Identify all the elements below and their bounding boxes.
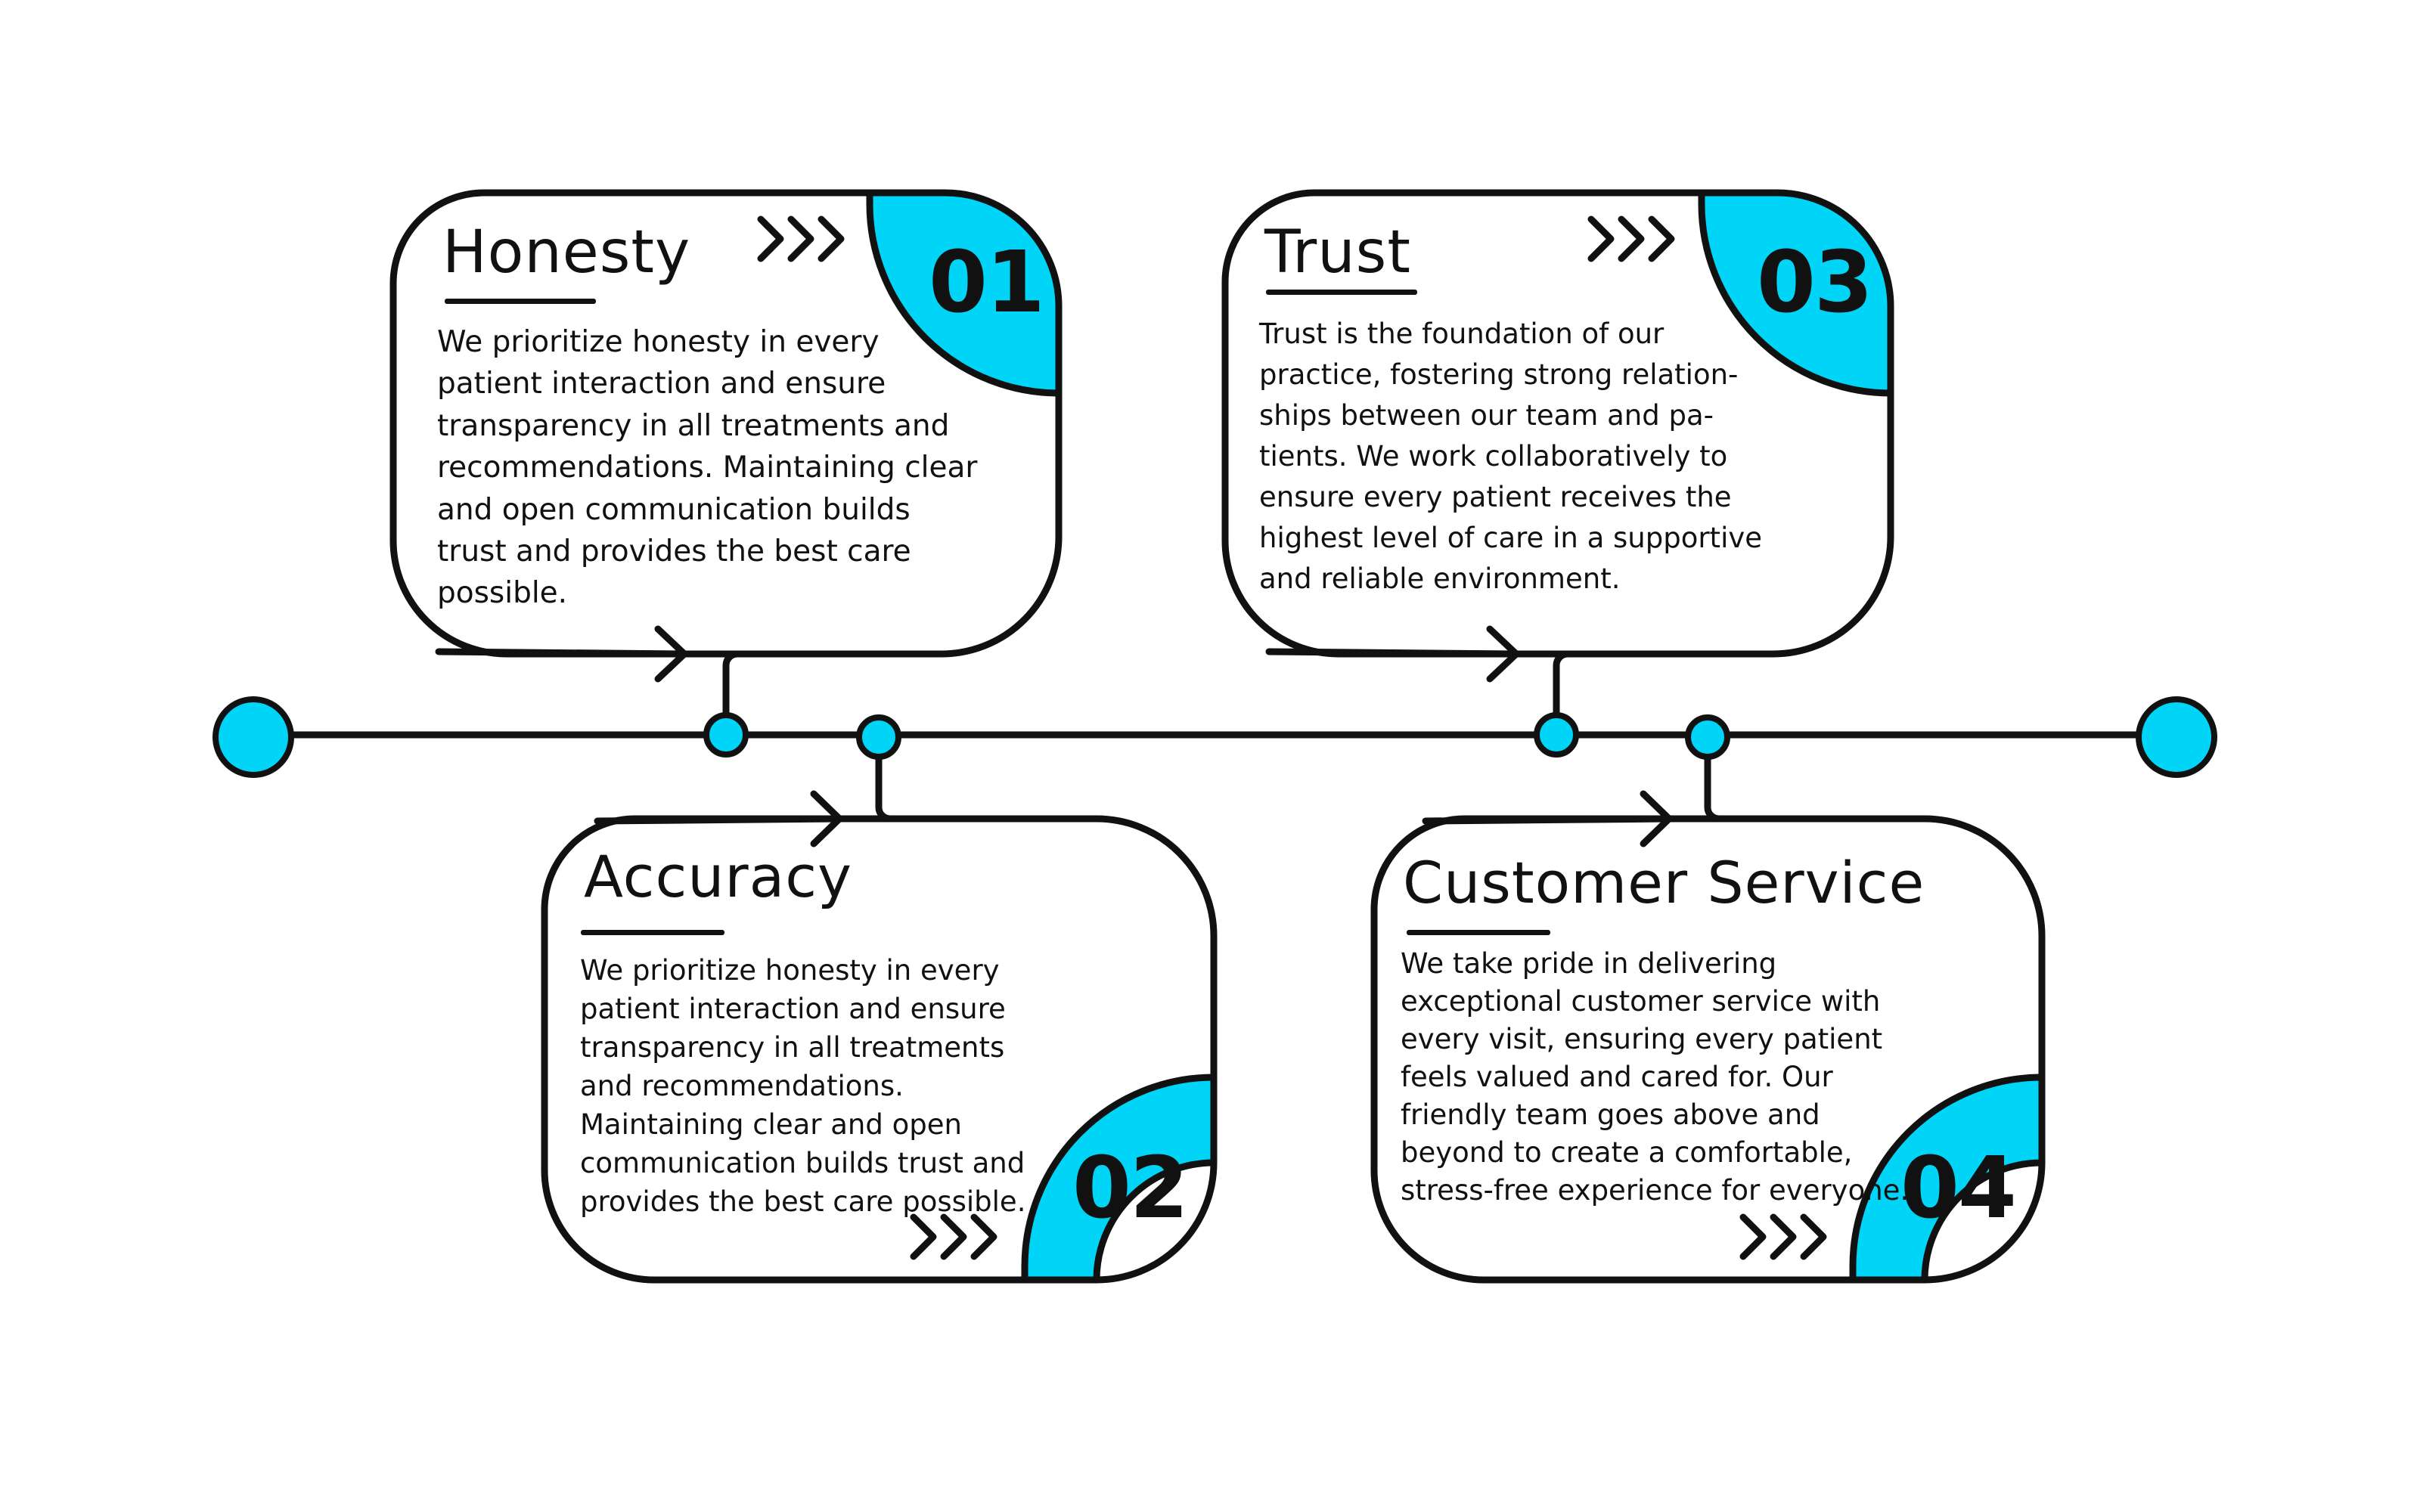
card-description: Trust is the foundation of our practice,…	[1259, 318, 1763, 596]
timeline-node-3	[1534, 712, 1579, 758]
title-underline	[1266, 290, 1417, 295]
step-number-03: 03	[1757, 234, 1873, 332]
timeline-end-dot	[2136, 696, 2217, 778]
card-title-customer-service: Customer Service	[1403, 854, 1925, 912]
card-title-trust: Trust	[1264, 223, 1411, 282]
card-arrow-4	[1422, 790, 1673, 847]
timeline-node-2	[856, 714, 901, 760]
step-number-01: 01	[929, 234, 1045, 332]
card-description: We take pride in delivering exceptional …	[1401, 947, 1910, 1207]
card-frame-2	[541, 748, 1218, 1284]
timeline-node-1	[703, 712, 749, 758]
card-accent-3	[1698, 189, 1894, 397]
card-title-accuracy: Accuracy	[584, 848, 852, 906]
card-connector-2	[875, 748, 904, 823]
card-title: Customer Service	[1403, 849, 1925, 916]
card-accent-1	[866, 189, 1063, 397]
title-underline	[445, 299, 596, 304]
card-connector-4	[1704, 748, 1733, 823]
triple-chevron-right-icon	[1587, 215, 1675, 262]
triple-chevron-right-icon	[910, 1213, 997, 1260]
timeline-start-dot	[213, 696, 294, 778]
card-arrow-2	[594, 790, 843, 847]
triple-chevron-right-icon	[1739, 1213, 1827, 1260]
card-title: Accuracy	[584, 843, 852, 910]
card-title: Trust	[1264, 218, 1411, 287]
card-frame-3	[1221, 189, 1894, 721]
title-underline	[581, 930, 724, 935]
card-connector-3	[1553, 650, 1579, 721]
card-arrow-3	[1265, 625, 1520, 683]
card-connector-1	[722, 650, 749, 721]
card-accent-4	[1849, 1074, 2046, 1284]
card-frame-1	[389, 189, 1063, 721]
triple-chevron-right-icon	[757, 215, 845, 262]
card-title-honesty: Honesty	[442, 223, 690, 282]
card-arrow-1	[435, 625, 688, 683]
step-number-04: 04	[1900, 1139, 2017, 1238]
card-description: We prioritize honesty in every patient i…	[437, 325, 978, 611]
card-description: We prioritize honesty in every patient i…	[580, 954, 1026, 1219]
card-title: Honesty	[442, 218, 691, 287]
card-accent-2	[1021, 1074, 1218, 1284]
step-number-02: 02	[1072, 1139, 1189, 1238]
card-frame-4	[1370, 748, 2046, 1284]
title-underline	[1407, 930, 1550, 935]
timeline-node-4	[1685, 714, 1730, 760]
